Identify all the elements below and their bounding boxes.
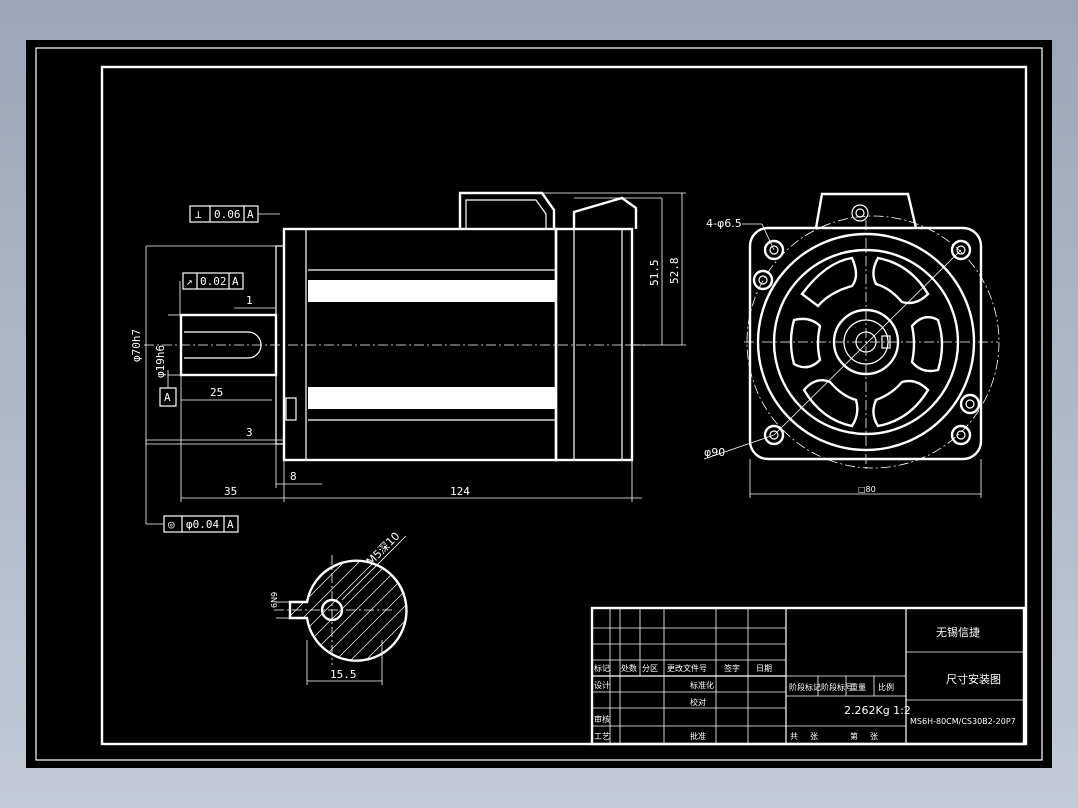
- mid-standard: 标准化: [690, 680, 714, 690]
- stator-bar-bottom: [308, 387, 556, 409]
- bl-no: 第: [850, 731, 858, 741]
- model-number: MS6H-80CM/CS30B2-20P7: [910, 717, 1016, 726]
- front-flange-square: [748, 226, 983, 461]
- inner-frame: [100, 65, 1028, 746]
- rh-stage-no: 阶段标号: [821, 682, 853, 692]
- hdr-date: 日期: [756, 664, 772, 673]
- hdr-mark: 标记: [594, 663, 610, 673]
- tol-top-value: 0.06: [214, 208, 241, 221]
- holes-label: 4-φ6.5: [706, 217, 742, 230]
- rear-cover: [554, 227, 634, 462]
- tol-runout-value: 0.02: [200, 275, 227, 288]
- hdr-sign: 签字: [724, 663, 740, 673]
- front-connector: [814, 192, 918, 229]
- hdr-zone: 分区: [642, 664, 658, 673]
- outer-frame: [35, 47, 1043, 761]
- rh-stage-mark: 阶段标记: [789, 682, 821, 692]
- tol-runout-datum: A: [232, 275, 239, 288]
- dim-8: 8: [290, 470, 297, 483]
- bl-total: 共: [790, 732, 798, 741]
- dim-15-5: 15.5: [330, 668, 357, 681]
- motor-body: [282, 227, 558, 462]
- row-design: 设计: [594, 680, 610, 690]
- datum-a: A: [164, 391, 171, 404]
- bl-sheet: 张: [870, 732, 878, 741]
- drawing-canvas: ⊥ 0.06 A ↗ 0.02 A ◎ φ0.04 A A: [35, 47, 1043, 761]
- thread-label: M5深10: [364, 530, 403, 569]
- tol-top-symbol: ⊥: [195, 208, 202, 221]
- cad-viewport[interactable]: ⊥ 0.06 A ↗ 0.02 A ◎ φ0.04 A A: [26, 40, 1052, 768]
- tol-conc-value: φ0.04: [186, 518, 219, 531]
- tol-conc-datum: A: [227, 518, 234, 531]
- connector-1: [458, 191, 556, 229]
- connector-2: [572, 196, 638, 229]
- dim-52-8: 52.8: [668, 258, 681, 285]
- dim-3: 3: [246, 426, 253, 439]
- hdr-change-doc: 更改文件号: [667, 663, 707, 673]
- tolerance-perpendicular: ⊥ 0.06 A: [189, 205, 280, 223]
- company-name: 无锡信捷: [936, 625, 980, 639]
- front-view: 4-φ6.5 φ90 □80: [703, 192, 1000, 498]
- tol-runout-symbol: ↗: [186, 275, 193, 288]
- dim-35: 35: [224, 485, 237, 498]
- dim-124: 124: [450, 485, 470, 498]
- tol-conc-symbol: ◎: [168, 518, 175, 531]
- dim-key-length: 25: [210, 386, 223, 399]
- square-label: □80: [858, 485, 876, 494]
- mid-check: 校对: [690, 697, 706, 707]
- rh-scale: 比例: [878, 682, 894, 692]
- row-review: 审核: [594, 714, 610, 724]
- dim-1: 1: [246, 294, 253, 307]
- tolerance-concentric: ◎ φ0.04 A: [145, 440, 239, 533]
- side-view: ⊥ 0.06 A ↗ 0.02 A ◎ φ0.04 A A: [130, 191, 686, 533]
- mass-scale: 2.262Kg 1:2: [844, 704, 911, 717]
- bl-sheets: 张: [810, 732, 818, 741]
- mid-approve: 批准: [690, 731, 706, 741]
- stator-bar-top: [308, 280, 556, 302]
- dim-shaft-dia: φ19h6: [154, 345, 167, 378]
- drawing-title: 尺寸安装图: [946, 672, 1001, 686]
- dim-flange-dia: φ70h7: [130, 329, 143, 362]
- section-view: M5深10 6N9 15.5: [270, 530, 408, 685]
- row-process: 工艺: [594, 732, 610, 741]
- tol-top-datum: A: [247, 208, 254, 221]
- title-block: 标记 处数 分区 更改文件号 签字 日期 设计 审核 工艺 标准化 校对 批准 …: [590, 606, 1026, 746]
- hdr-count: 处数: [621, 663, 637, 673]
- dim-51-5: 51.5: [648, 260, 661, 287]
- key-width-label: 6N9: [270, 592, 279, 608]
- rh-weight: 重量: [850, 682, 866, 692]
- pcd-label: φ90: [704, 446, 725, 459]
- tolerance-runout: ↗ 0.02 A: [179, 272, 244, 315]
